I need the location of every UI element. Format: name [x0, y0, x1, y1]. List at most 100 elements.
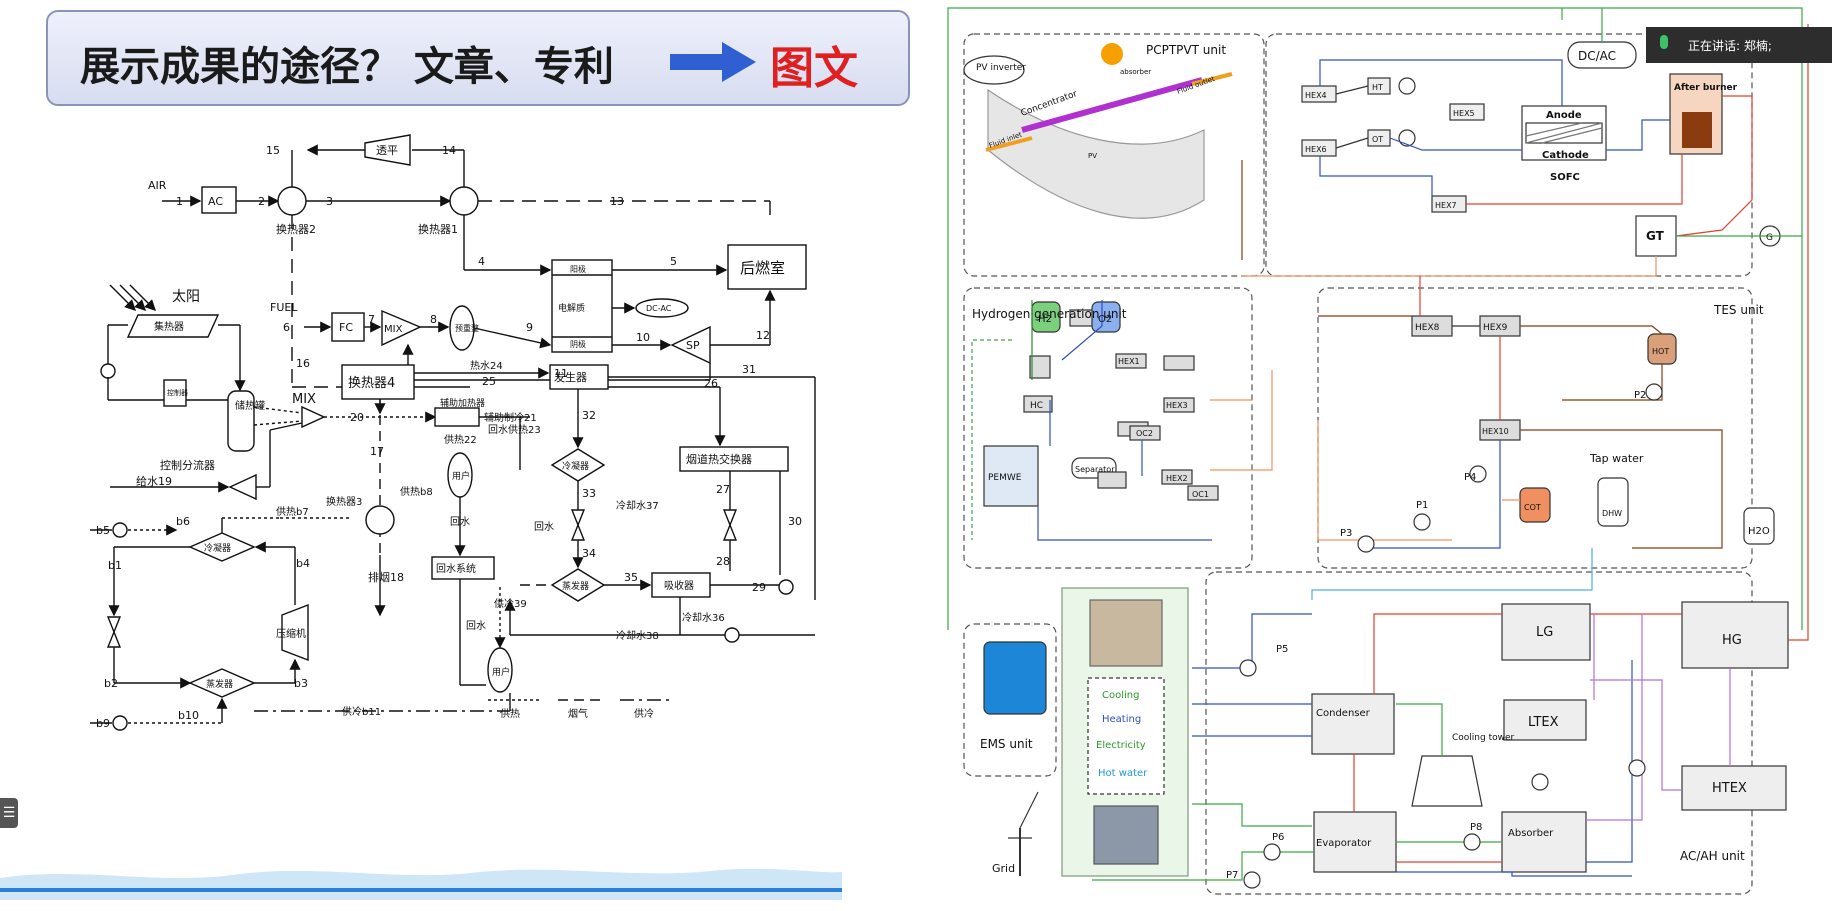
label-storage: 储热罐 — [235, 399, 265, 412]
label-evap-b: 蒸发器 — [206, 678, 233, 690]
label-hot: HOT — [1652, 347, 1669, 356]
microphone-icon — [1660, 35, 1668, 49]
label-p5: P5 — [1276, 644, 1288, 655]
label-33: 33 — [582, 487, 596, 500]
label-hex10: HEX10 — [1482, 427, 1509, 436]
label-11: 11 — [554, 367, 568, 380]
label-evaporator: Evaporator — [1316, 838, 1372, 849]
label-aux-heater: 辅助加热器 — [440, 397, 485, 409]
label-return-water-1: 回水 — [450, 516, 470, 528]
label-9: 9 — [526, 321, 533, 334]
label-coolw36: 冷却水36 — [682, 611, 725, 624]
label-10: 10 — [636, 331, 650, 344]
label-tp: 透平 — [376, 144, 398, 157]
label-p3: P3 — [1340, 528, 1352, 539]
label-heating: Heating — [1102, 714, 1141, 725]
label-return-water-3: 回水 — [466, 620, 486, 632]
label-p7: P7 — [1226, 870, 1238, 881]
label-hx2: 换热器2 — [276, 222, 316, 236]
label-ctrl: 控制器 — [167, 388, 188, 397]
label-27: 27 — [716, 483, 730, 496]
label-cond-b: 冷凝器 — [204, 542, 231, 554]
label-hot-water: Hot water — [1098, 768, 1148, 779]
label-25: 25 — [482, 375, 496, 388]
label-hex4: HEX4 — [1305, 91, 1327, 100]
label-gt: GT — [1646, 229, 1665, 243]
label-exhaust-hx: 烟道热交换器 — [686, 452, 752, 466]
label-absorber-tube: absorber — [1120, 68, 1151, 76]
label-return-sys: 回水系统 — [436, 562, 476, 575]
legend-cool: 供冷 — [634, 707, 654, 720]
label-reformer: 预重整 — [455, 323, 479, 333]
label-cond: 冷凝器 — [562, 460, 589, 472]
label-evap: 蒸发器 — [562, 580, 589, 592]
label-tes: TES unit — [1713, 303, 1764, 317]
label-3: 3 — [326, 195, 333, 208]
label-b2: b2 — [104, 677, 118, 690]
label-b10: b10 — [178, 709, 199, 722]
label-p6: P6 — [1272, 832, 1284, 843]
label-31: 31 — [742, 363, 756, 376]
label-electrolyte: 电解质 — [558, 302, 585, 314]
label-hex2: HEX2 — [1166, 474, 1188, 483]
speaking-notification: 正在讲话: 郑楠; — [1646, 27, 1832, 63]
label-hg: HG — [1722, 633, 1742, 648]
label-pv-inverter: PV inverter — [976, 63, 1026, 73]
label-hex9: HEX9 — [1483, 323, 1508, 333]
label-supply-cool-b11: 供冷b11 — [342, 705, 381, 718]
label-cooling-tower: Cooling tower — [1452, 733, 1515, 743]
right-arrow-icon — [670, 42, 756, 82]
label-after-burner: After burner — [1674, 83, 1738, 93]
label-hex6: HEX6 — [1305, 145, 1327, 154]
label-ac: AC — [208, 195, 223, 208]
label-dcac: DC-AC — [646, 304, 672, 313]
side-menu-icon[interactable]: ☰ — [0, 798, 18, 828]
label-lg: LG — [1536, 625, 1553, 640]
label-hyd-unit: Hydrogen generation unit — [972, 307, 1127, 321]
label-mix2: MIX — [292, 392, 316, 407]
label-20: 20 — [350, 411, 364, 424]
legend-heat: 供热 — [500, 707, 520, 720]
label-12: 12 — [756, 329, 770, 342]
label-30: 30 — [788, 515, 802, 528]
label-8: 8 — [430, 313, 437, 326]
label-pv: PV — [1088, 152, 1097, 160]
label-ctrl-splitter: 控制分流器 — [160, 458, 215, 472]
bottom-divider — [0, 888, 842, 892]
label-aux-ctrl: 辅助制冷21 — [484, 411, 537, 424]
label-sofc: SOFC — [1550, 172, 1580, 183]
label-p8: P8 — [1470, 822, 1482, 833]
label-b4: b4 — [296, 557, 310, 570]
label-oc2: OC2 — [1136, 429, 1153, 438]
label-5: 5 — [670, 255, 677, 268]
label-b6: b6 — [176, 515, 190, 528]
label-sun: 太阳 — [172, 289, 200, 305]
decorative-wave — [0, 868, 842, 900]
label-ems: EMS unit — [980, 737, 1033, 751]
label-13: 13 — [610, 195, 624, 208]
label-fuel: FUEL — [270, 301, 298, 314]
label-b3: b3 — [294, 677, 308, 690]
label-sp: SP — [686, 339, 700, 352]
label-17: 17 — [370, 445, 384, 458]
label-1: 1 — [176, 195, 183, 208]
label-hc: HC — [1030, 401, 1043, 411]
label-29: 29 — [752, 581, 766, 594]
label-pemwe: PEMWE — [988, 473, 1022, 483]
label-hx1: 换热器1 — [418, 222, 458, 236]
label-16: 16 — [296, 357, 310, 370]
label-collector: 集热器 — [154, 320, 184, 333]
label-hex1: HEX1 — [1118, 357, 1140, 366]
label-oc1: OC1 — [1192, 490, 1209, 499]
label-2: 2 — [258, 195, 265, 208]
label-supply-b8: 供热b8 — [400, 485, 433, 498]
label-condenser: Condenser — [1316, 708, 1371, 719]
label-6: 6 — [283, 321, 290, 334]
label-26: 26 — [704, 377, 718, 390]
label-ot: OT — [1372, 135, 1383, 144]
label-absorber: 吸收器 — [664, 579, 694, 592]
label-28: 28 — [716, 555, 730, 568]
label-b5: b5 — [96, 524, 110, 537]
label-coolw38: 冷却水38 — [616, 629, 659, 642]
label-cot: COT — [1524, 503, 1541, 512]
